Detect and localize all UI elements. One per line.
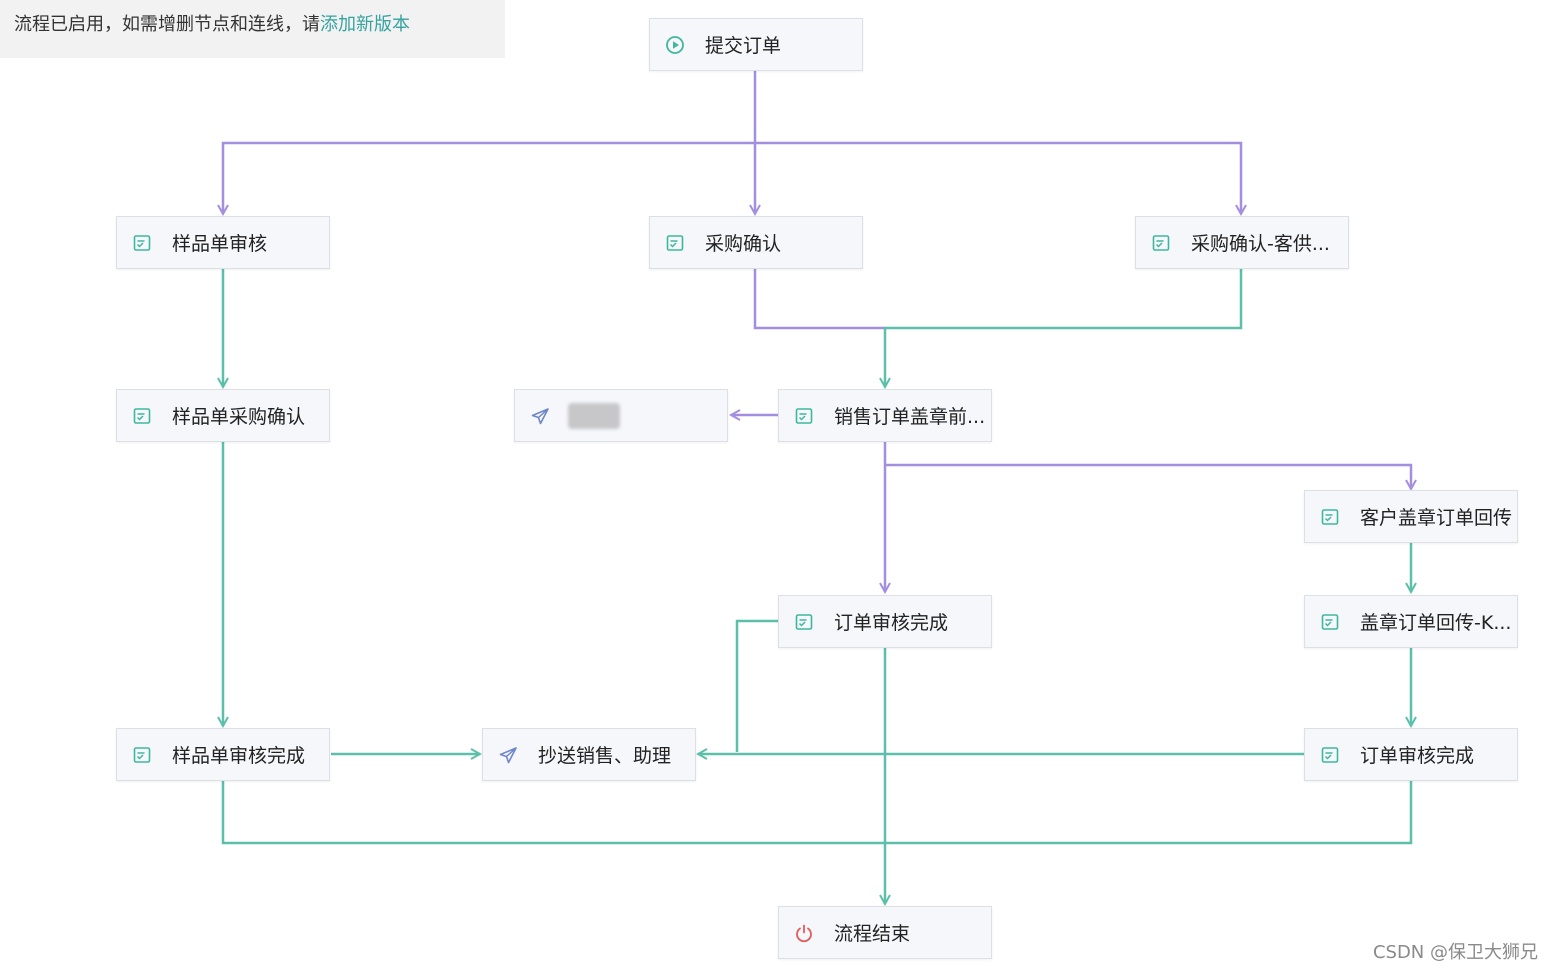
node-label: 样品单审核 — [172, 233, 268, 255]
paper-plane-icon — [498, 745, 518, 765]
edge-review-done-mid-to-cc — [735, 619, 778, 752]
add-new-version-link[interactable]: 添加新版本 — [320, 14, 410, 35]
node-label: 流程结束 — [834, 923, 911, 945]
approval-form-icon — [665, 233, 685, 253]
node-label: 订单审核完成 — [1360, 745, 1475, 767]
node-cc-sales-assistant[interactable]: 抄送销售、助理 — [482, 728, 696, 781]
approval-form-icon — [1320, 507, 1340, 527]
approval-form-icon — [1151, 233, 1171, 253]
approval-form-icon — [1320, 612, 1340, 632]
approval-form-icon — [794, 612, 814, 632]
power-icon — [794, 923, 814, 943]
node-sales-order-stamp[interactable]: 销售订单盖章前... — [778, 389, 992, 442]
node-label: 客户盖章订单回传 — [1360, 507, 1513, 529]
node-label: 盖章订单回传-K... — [1360, 612, 1512, 634]
redacted-recipient — [568, 402, 620, 429]
node-order-review-done-mid[interactable]: 订单审核完成 — [778, 595, 992, 648]
node-stamp-return-k[interactable]: 盖章订单回传-K... — [1304, 595, 1518, 648]
node-process-end[interactable]: 流程结束 — [778, 906, 992, 959]
edge-to-purchase-confirm-supplier — [755, 141, 1241, 214]
approval-form-icon — [1320, 745, 1340, 765]
node-submit-order[interactable]: 提交订单 — [649, 18, 863, 71]
edge-review-done-right-to-end — [885, 781, 1413, 845]
node-label: 订单审核完成 — [834, 612, 949, 634]
node-cc-blurred[interactable] — [514, 389, 728, 442]
workflow-notice: 流程已启用，如需增删节点和连线，请添加新版本 — [0, 0, 505, 58]
node-sample-purchase-confirm[interactable]: 样品单采购确认 — [116, 389, 330, 442]
approval-form-icon — [132, 406, 152, 426]
edge-sales-stamp-to-customer-stamp — [885, 463, 1411, 489]
node-purchase-confirm[interactable]: 采购确认 — [649, 216, 863, 269]
node-label: 抄送销售、助理 — [538, 745, 672, 767]
play-circle-icon — [665, 35, 685, 55]
node-purchase-confirm-supplier[interactable]: 采购确认-客供... — [1135, 216, 1349, 269]
approval-form-icon — [132, 233, 152, 253]
paper-plane-icon — [530, 406, 550, 426]
approval-form-icon — [794, 406, 814, 426]
node-label: 采购确认 — [705, 233, 782, 255]
node-order-review-done-right[interactable]: 订单审核完成 — [1304, 728, 1518, 781]
node-label: 样品单采购确认 — [172, 406, 306, 428]
edge-sample-done-to-end — [221, 781, 885, 845]
node-sample-review[interactable]: 样品单审核 — [116, 216, 330, 269]
node-customer-stamp-return[interactable]: 客户盖章订单回传 — [1304, 490, 1518, 543]
notice-text: 流程已启用，如需增删节点和连线，请 — [14, 14, 320, 35]
edge-to-sample-review — [223, 141, 755, 214]
edge-purchase-confirm-merge — [753, 269, 885, 330]
node-sample-review-done[interactable]: 样品单审核完成 — [116, 728, 330, 781]
approval-form-icon — [132, 745, 152, 765]
edge-supplier-merge — [885, 269, 1243, 387]
node-label: 样品单审核完成 — [172, 745, 306, 767]
node-label: 提交订单 — [705, 35, 782, 57]
watermark: CSDN @保卫大狮兄 — [1372, 942, 1538, 963]
node-label: 采购确认-客供... — [1191, 233, 1330, 255]
node-label: 销售订单盖章前... — [834, 406, 986, 428]
